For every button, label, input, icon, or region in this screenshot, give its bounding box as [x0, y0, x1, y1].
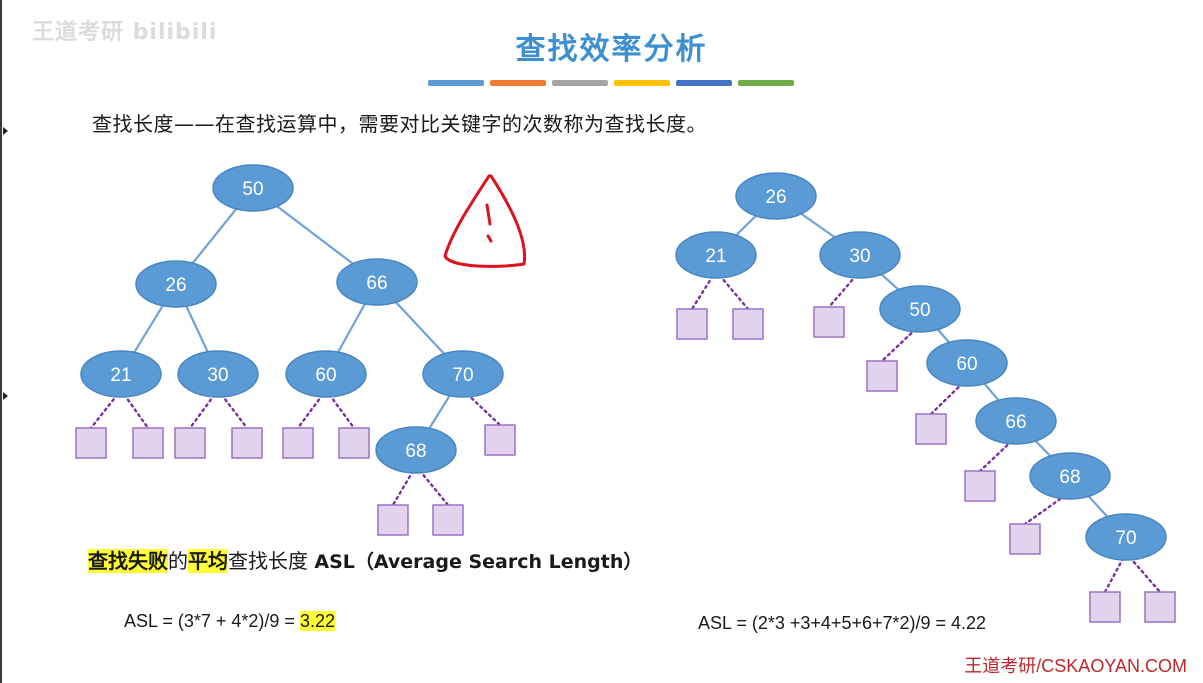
failure-leaf-node [75, 427, 107, 459]
failure-leaf-node [1089, 591, 1121, 623]
tree-node-ellipse [375, 426, 457, 474]
definition-text: 查找长度——在查找运算中，需要对比关键字的次数称为查找长度。 [92, 112, 707, 136]
tree-node-label: 26 [765, 187, 786, 208]
failure-leaf-node [915, 413, 947, 445]
tree-node-label: 21 [110, 365, 131, 386]
tree-node-ellipse [926, 339, 1008, 387]
tree-node-label: 70 [452, 365, 473, 386]
asl-heading-length: 查找长度 [228, 549, 315, 573]
failure-leaf-node [866, 360, 898, 392]
tree-node: 30 [177, 350, 259, 398]
tree-node: 60 [285, 350, 367, 398]
failure-leaf-node [282, 427, 314, 459]
asl-heading-average: 平均 [188, 549, 228, 573]
asl-heading-english: ASL（Average Search Length） [314, 551, 643, 573]
slide-title: 查找效率分析 [515, 32, 708, 67]
failure-leaf-node [1009, 523, 1041, 555]
tree-node-label: 30 [207, 365, 228, 386]
accent-bar [676, 80, 732, 86]
tree-node-label: 26 [165, 275, 186, 296]
side-arrow-marker[interactable] [3, 392, 8, 400]
tree-node: 50 [879, 285, 961, 333]
tree-node-ellipse [735, 172, 817, 220]
failure-leaf-node [377, 504, 409, 536]
failure-leaves [75, 306, 1176, 623]
formula-balanced-expr: ASL = (3*7 + 4*2)/9 = [124, 611, 300, 631]
accent-bar [428, 80, 484, 86]
accent-bar [614, 80, 670, 86]
tree-node: 30 [819, 231, 901, 279]
tree-node: 26 [735, 172, 817, 220]
tree-node-label: 60 [956, 354, 977, 375]
failure-leaf-node [813, 306, 845, 338]
formula-balanced-result: 3.22 [299, 611, 335, 631]
tree-node-label: 60 [315, 365, 336, 386]
tree-node-ellipse [675, 231, 757, 279]
left-border [0, 0, 2, 683]
tree-node-ellipse [1085, 513, 1167, 561]
tree-node-ellipse [336, 258, 418, 306]
formula-skewed: ASL = (2*3 +3+4+5+6+7*2)/9 = 4.22 [698, 613, 987, 633]
tree-node: 26 [135, 260, 217, 308]
tree-node-ellipse [879, 285, 961, 333]
tree-node-ellipse [975, 397, 1057, 445]
asl-heading: 查找失败的平均查找长度 ASL（Average Search Length） [88, 545, 642, 574]
failure-leaf-node [1144, 591, 1176, 623]
formula-balanced: ASL = (3*7 + 4*2)/9 = 3.22 [124, 611, 335, 632]
tree-node-ellipse [177, 350, 259, 398]
tree-node-label: 66 [1005, 412, 1026, 433]
tree-node: 50 [212, 164, 294, 212]
tree-node: 70 [1085, 513, 1167, 561]
failure-leaf-node [676, 308, 708, 340]
accent-bar [490, 80, 546, 86]
tree-node-label: 70 [1115, 528, 1136, 549]
tree-node: 70 [422, 350, 504, 398]
watermark-logo: 王道考研 bilibili [32, 20, 218, 45]
tree-node: 66 [975, 397, 1057, 445]
asl-heading-de: 的 [168, 549, 188, 573]
failure-leaf-node [964, 470, 996, 502]
tree-node: 21 [80, 350, 162, 398]
tree-node: 68 [375, 426, 457, 474]
failure-leaf-node [132, 427, 164, 459]
tree-node-label: 21 [705, 246, 726, 267]
accent-bar [552, 80, 608, 86]
tree-node-ellipse [819, 231, 901, 279]
tree-node-label: 68 [1059, 467, 1080, 488]
tree-node-ellipse [80, 350, 162, 398]
tree-node: 66 [336, 258, 418, 306]
tree-nodes: 50 26 66 21 30 60 70 68 26 21 30 50 60 66 68 70 [80, 164, 1167, 561]
tree-node-label: 68 [405, 441, 426, 462]
tree-node-label: 66 [366, 273, 387, 294]
tree-node-ellipse [212, 164, 294, 212]
tree-node-label: 30 [849, 246, 870, 267]
tree-node-ellipse [422, 350, 504, 398]
side-arrow-marker[interactable] [3, 127, 8, 135]
tree-node: 21 [675, 231, 757, 279]
failure-leaf-node [338, 427, 370, 459]
warning-sign-drawing [485, 203, 493, 243]
accent-bar [738, 80, 794, 86]
brand-footer: 王道考研/CSKAOYAN.COM [964, 656, 1187, 676]
failure-leaf-node [231, 427, 263, 459]
tree-node: 68 [1029, 452, 1111, 500]
tree-node-label: 50 [242, 179, 263, 200]
tree-node-label: 50 [909, 300, 930, 321]
failure-leaf-node [732, 308, 764, 340]
tree-node-ellipse [285, 350, 367, 398]
warning-sign-drawing [443, 174, 527, 268]
tree-node-ellipse [1029, 452, 1111, 500]
asl-heading-failure: 查找失败 [88, 549, 168, 573]
failure-leaf-node [174, 427, 206, 459]
tree-node-ellipse [135, 260, 217, 308]
tree-node: 60 [926, 339, 1008, 387]
failure-leaf-node [432, 504, 464, 536]
failure-leaf-node [484, 424, 516, 456]
